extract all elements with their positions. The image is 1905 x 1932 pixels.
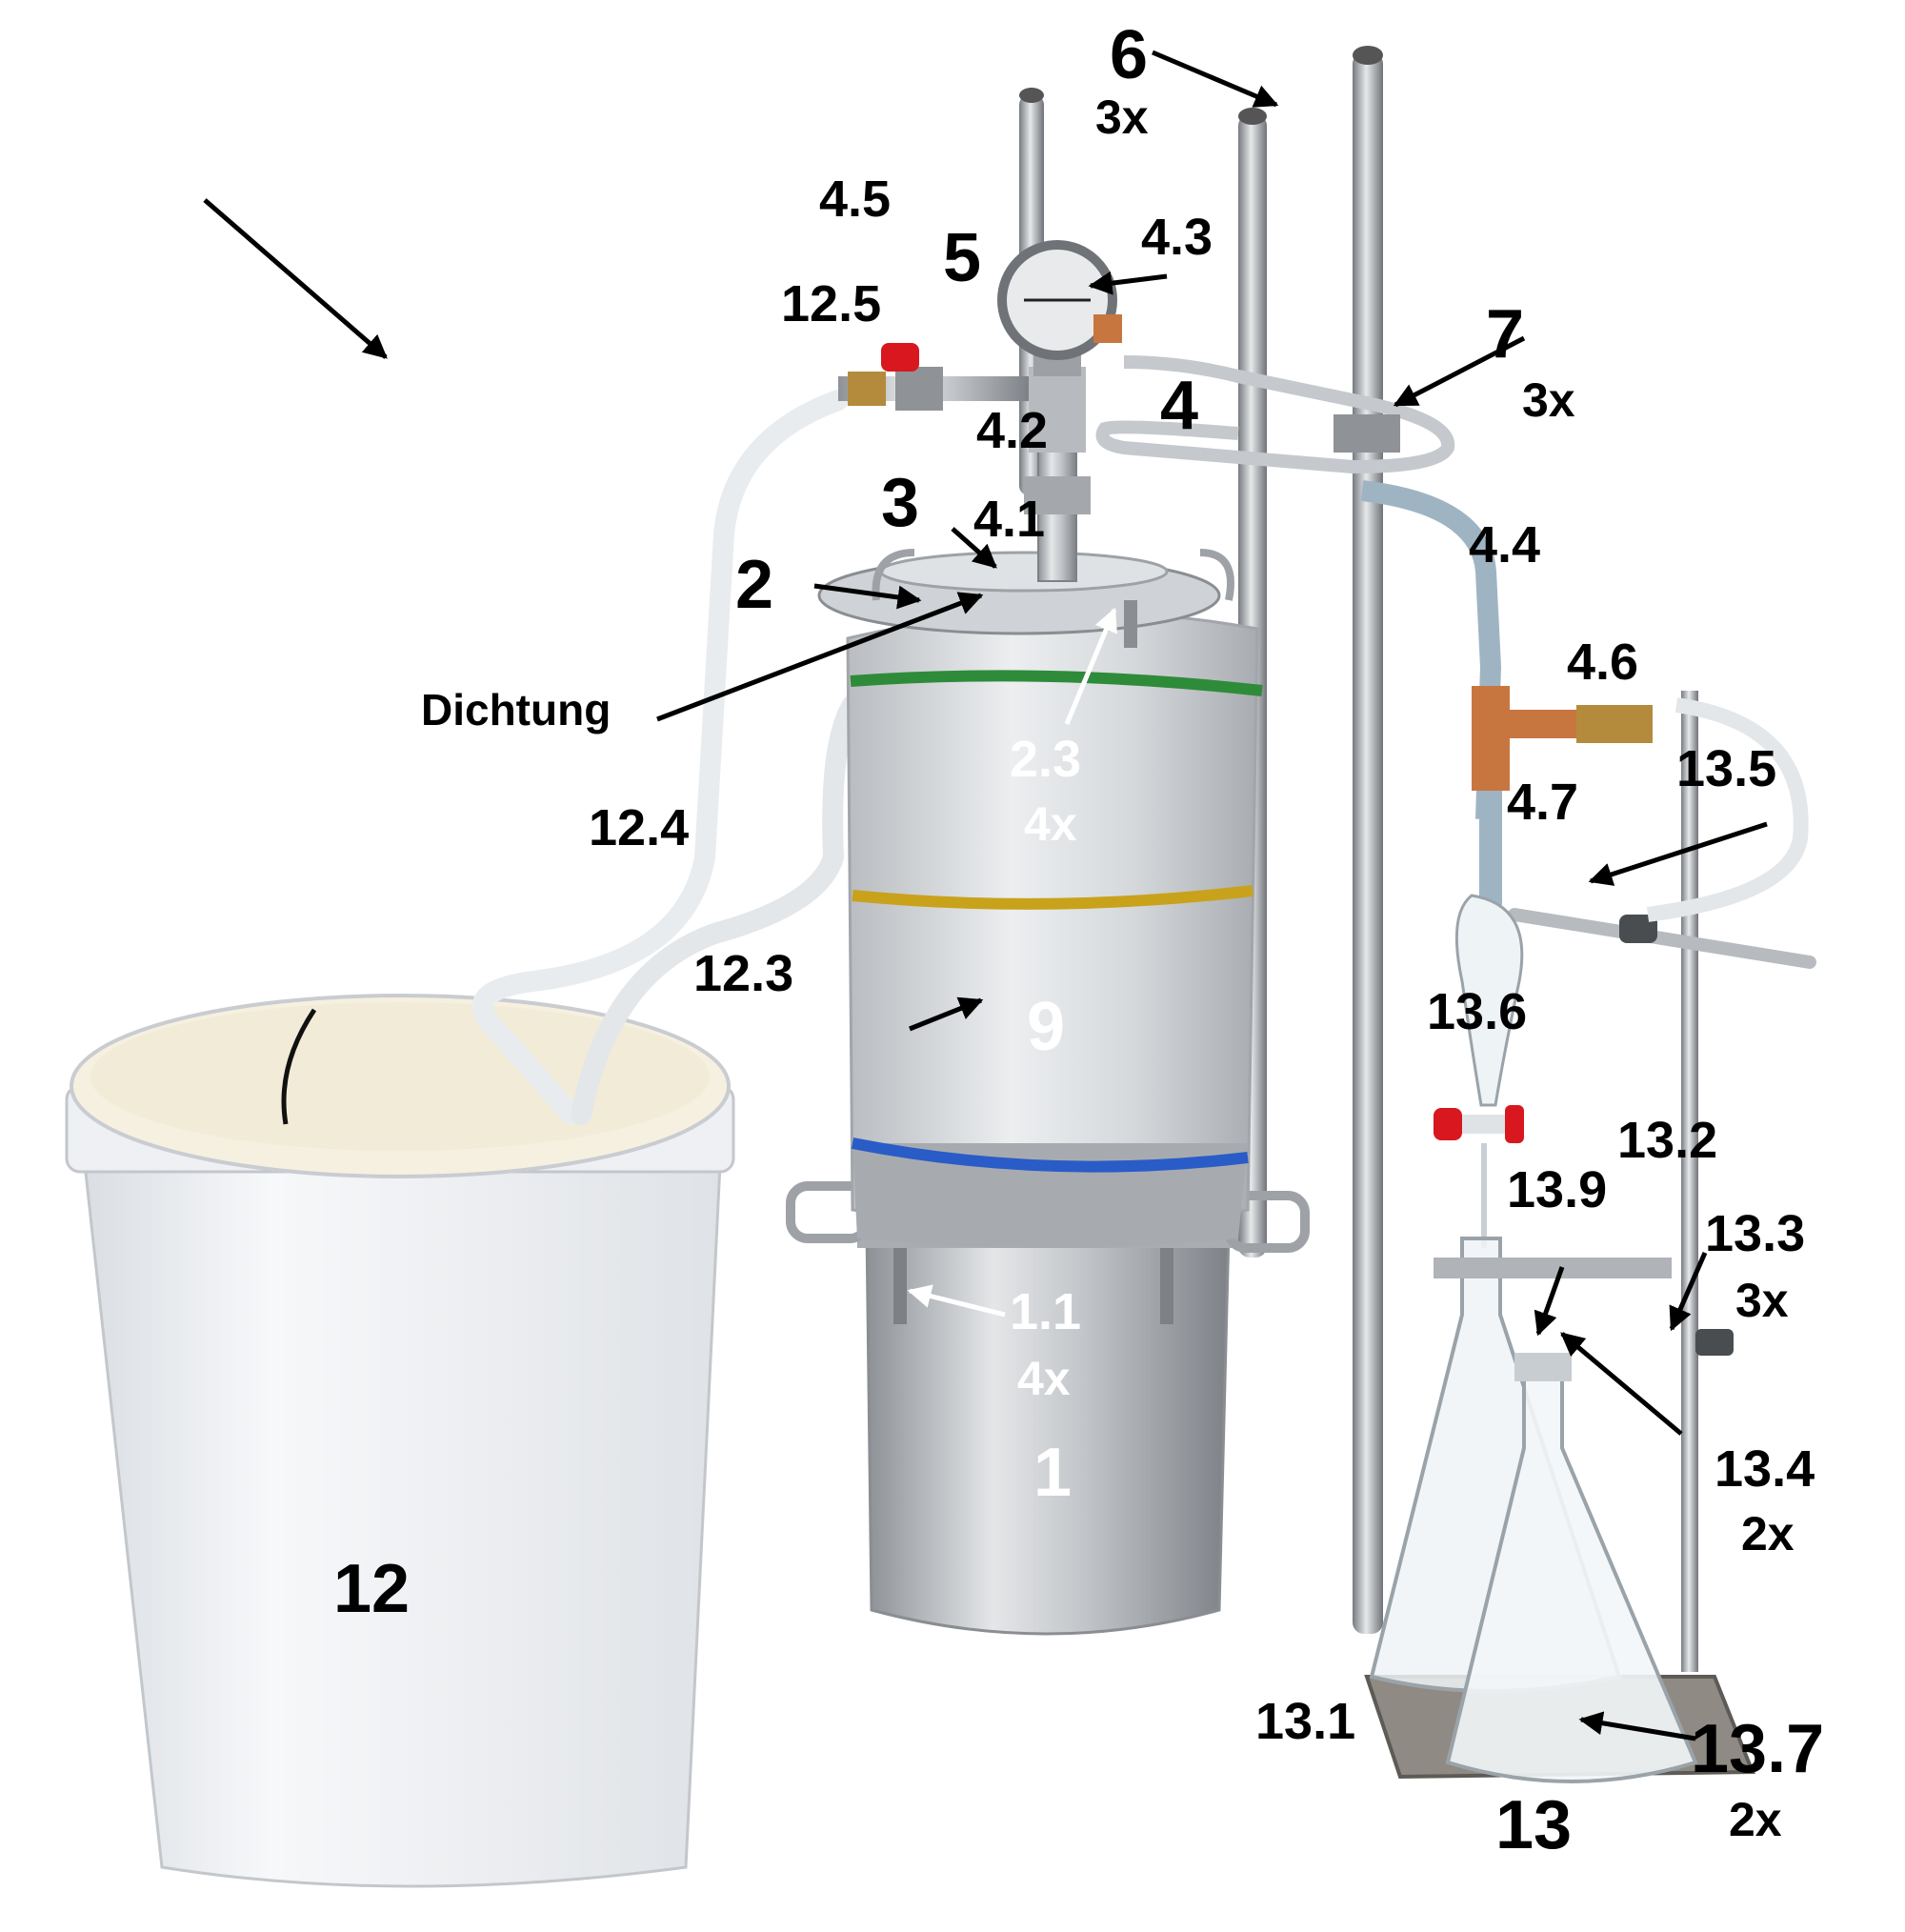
lid bbox=[817, 549, 1234, 648]
right-stand bbox=[1508, 691, 1816, 1672]
label-1-1: 1.1 bbox=[1010, 1283, 1082, 1340]
label-13-9: 13.9 bbox=[1507, 1161, 1608, 1218]
label-4-5: 4.5 bbox=[819, 171, 892, 228]
label-4-3: 4.3 bbox=[1141, 209, 1213, 266]
label-7: 7 bbox=[1486, 296, 1525, 372]
label-7-count: 3x bbox=[1522, 373, 1575, 427]
label-5: 5 bbox=[943, 220, 982, 296]
label-13-7: 13.7 bbox=[1691, 1711, 1825, 1787]
fitting-and-gauge bbox=[997, 240, 1122, 582]
label-4-4: 4.4 bbox=[1469, 516, 1541, 574]
label-3: 3 bbox=[881, 465, 920, 541]
annotation-arrows-white bbox=[907, 607, 1117, 1318]
label-2: 2 bbox=[735, 547, 774, 623]
side-valve bbox=[838, 343, 1029, 411]
label-12-5: 12.5 bbox=[781, 275, 882, 332]
label-4-2: 4.2 bbox=[976, 402, 1049, 459]
label-4-7: 4.7 bbox=[1507, 774, 1579, 831]
annotation-arrows bbox=[203, 50, 1768, 1741]
label-1: 1 bbox=[1033, 1435, 1073, 1511]
label-6-count: 3x bbox=[1095, 91, 1149, 144]
pot bbox=[786, 1181, 1310, 1636]
label-12-4: 12.4 bbox=[589, 799, 690, 856]
label-4-6: 4.6 bbox=[1567, 634, 1639, 691]
label-6: 6 bbox=[1110, 17, 1149, 93]
label-13-1: 13.1 bbox=[1255, 1693, 1356, 1750]
label-1-1-count: 4x bbox=[1017, 1352, 1071, 1405]
label-4: 4 bbox=[1160, 368, 1199, 444]
hose-12-4 bbox=[471, 390, 849, 1125]
label-13-4-count: 2x bbox=[1741, 1507, 1795, 1560]
label-12-3: 12.3 bbox=[693, 945, 794, 1002]
label-dichtung: Dichtung bbox=[421, 685, 612, 735]
erlenmeyer-flasks bbox=[1369, 1237, 1734, 1783]
label-13-3: 13.3 bbox=[1705, 1205, 1806, 1262]
label-4-1: 4.1 bbox=[973, 491, 1046, 548]
label-12: 12 bbox=[333, 1551, 411, 1627]
label-13-2: 13.2 bbox=[1617, 1112, 1718, 1169]
insulation-wrap bbox=[846, 610, 1263, 1248]
label-13-3-count: 3x bbox=[1735, 1274, 1789, 1327]
separatory-funnel bbox=[1434, 894, 1524, 1248]
hose-12-3 bbox=[571, 694, 863, 1125]
label-2-3: 2.3 bbox=[1010, 731, 1082, 788]
bucket bbox=[65, 994, 735, 1888]
label-9: 9 bbox=[1027, 989, 1066, 1065]
label-13-5: 13.5 bbox=[1676, 740, 1777, 797]
label-13-7-count: 2x bbox=[1729, 1793, 1782, 1846]
label-2-3-count: 4x bbox=[1024, 797, 1077, 851]
label-13-4: 13.4 bbox=[1714, 1440, 1815, 1498]
label-13-6: 13.6 bbox=[1427, 983, 1528, 1040]
copper-tee bbox=[1472, 686, 1653, 905]
condenser-coil bbox=[1095, 355, 1502, 820]
label-13: 13 bbox=[1495, 1787, 1573, 1863]
